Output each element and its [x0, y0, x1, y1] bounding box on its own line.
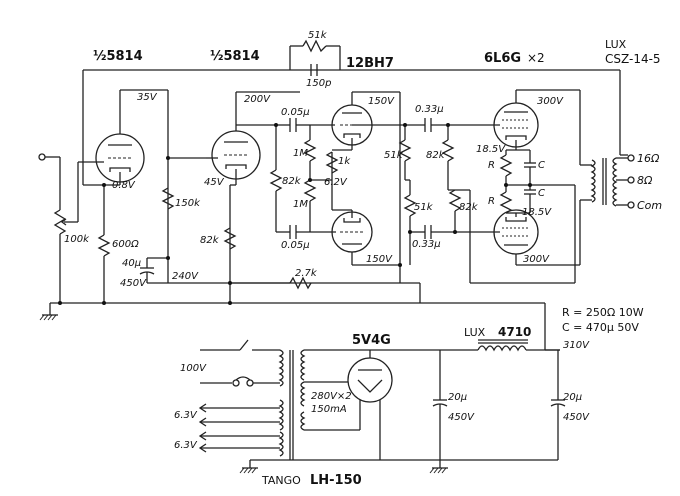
choke	[477, 339, 528, 352]
label-v1-plate: 35V	[137, 92, 158, 103]
label-out-top-cathode: 18.5V	[476, 144, 506, 155]
label-c-out-b: 0.33μ	[412, 239, 441, 250]
junction-dots	[58, 123, 532, 305]
label-tap-com: Com	[637, 199, 662, 212]
label-ot-model: CSZ-14-5	[605, 52, 661, 66]
label-tube-v1: ½5814	[93, 49, 143, 64]
label-r-v2-load: 82k	[200, 235, 220, 246]
label-r-1m-a: 1M	[293, 148, 308, 159]
label-mains: 100V	[180, 363, 207, 374]
label-c-filter-b: 20μ	[563, 392, 582, 403]
label-r-1k: 1k	[338, 156, 351, 167]
label-r-cathode-v1: 600Ω	[112, 239, 139, 250]
label-c-decouple: 40μ	[122, 258, 141, 269]
volume-pot	[53, 209, 72, 235]
label-v2-cathode: 45V	[204, 177, 225, 188]
label-c-out-a: 0.33μ	[415, 104, 444, 115]
tap-com-terminal[interactable]	[627, 201, 635, 209]
label-r-k-b: R	[488, 196, 495, 207]
tube-5v4g	[347, 357, 393, 403]
label-choke-brand: LUX	[464, 326, 486, 339]
label-b-low: 240V	[172, 271, 199, 282]
label-rectifier: 5V4G	[352, 333, 391, 348]
label-out-count: ×2	[527, 51, 545, 65]
ps-ground	[239, 460, 448, 474]
label-r-v2-grid: 150k	[175, 198, 201, 209]
label-out-bottom-cathode: 18.5V	[522, 207, 552, 218]
label-pi-top-plate: 150V	[368, 96, 395, 107]
tap-16-terminal[interactable]	[627, 154, 635, 162]
tube-6l6g-bottom	[493, 209, 539, 255]
label-v1-cathode: 0.8V	[112, 180, 136, 191]
label-r-51k-a: 51k	[384, 150, 404, 161]
label-heater-a: 6.3V	[174, 410, 198, 421]
label-r-note: R = 250Ω 10W	[562, 306, 644, 319]
label-pi-bottom-plate: 150V	[366, 254, 393, 265]
tap-8-terminal[interactable]	[627, 176, 635, 184]
label-pt-brand: TANGO	[261, 474, 301, 487]
label-fb-capacitor: 150p	[306, 78, 331, 89]
label-c-coup-b: 0.05μ	[281, 240, 310, 251]
input-terminal[interactable]	[38, 153, 46, 161]
label-c-filter-a: 20μ	[448, 392, 467, 403]
label-c-k-a: C	[538, 160, 545, 171]
label-r-1m-b: 1M	[293, 199, 308, 210]
label-c-filter-b-v: 450V	[563, 412, 590, 423]
label-tap-8: 8Ω	[637, 174, 653, 187]
label-tube-out: 6L6G	[484, 51, 521, 66]
label-heater-b: 6.3V	[174, 440, 198, 451]
label-r-82k-pi: 82k	[282, 176, 302, 187]
output-transformer	[590, 157, 618, 207]
label-tap-16: 16Ω	[637, 152, 660, 165]
label-vol-pot: 100k	[64, 234, 90, 245]
label-c-k-b: C	[538, 188, 545, 199]
label-pt-model: LH-150	[310, 473, 362, 488]
label-b-high: 310V	[563, 340, 590, 351]
label-r-dropper: 2.7k	[295, 268, 318, 279]
label-out-bottom-plate: 300V	[523, 254, 550, 265]
label-secondary-hv: 280V×2	[311, 391, 352, 402]
label-secondary-current: 150mA	[311, 404, 347, 415]
label-r-k-a: R	[488, 160, 495, 171]
label-ot-brand: LUX	[605, 38, 627, 51]
label-choke-model: 4710	[498, 325, 531, 339]
label-r-82k-b: 82k	[459, 202, 479, 213]
label-r-82k-a: 82k	[426, 150, 446, 161]
label-r-51k-b: 51k	[414, 202, 434, 213]
label-fb-resistor: 51k	[308, 30, 328, 41]
power-transformer	[278, 349, 306, 460]
label-out-top-plate: 300V	[537, 96, 564, 107]
label-tube-pi: 12BH7	[346, 56, 394, 71]
label-pi-cathode: 6.2V	[324, 177, 348, 188]
label-c-decouple-v: 450V	[120, 278, 147, 289]
label-c-filter-a-v: 450V	[448, 412, 475, 423]
label-c-coup-a: 0.05μ	[281, 107, 310, 118]
label-v2-plate: 200V	[244, 94, 271, 105]
label-c-note: C = 470μ 50V	[562, 321, 639, 334]
label-tube-v2: ½5814	[210, 49, 260, 64]
ground-symbol	[39, 314, 58, 321]
